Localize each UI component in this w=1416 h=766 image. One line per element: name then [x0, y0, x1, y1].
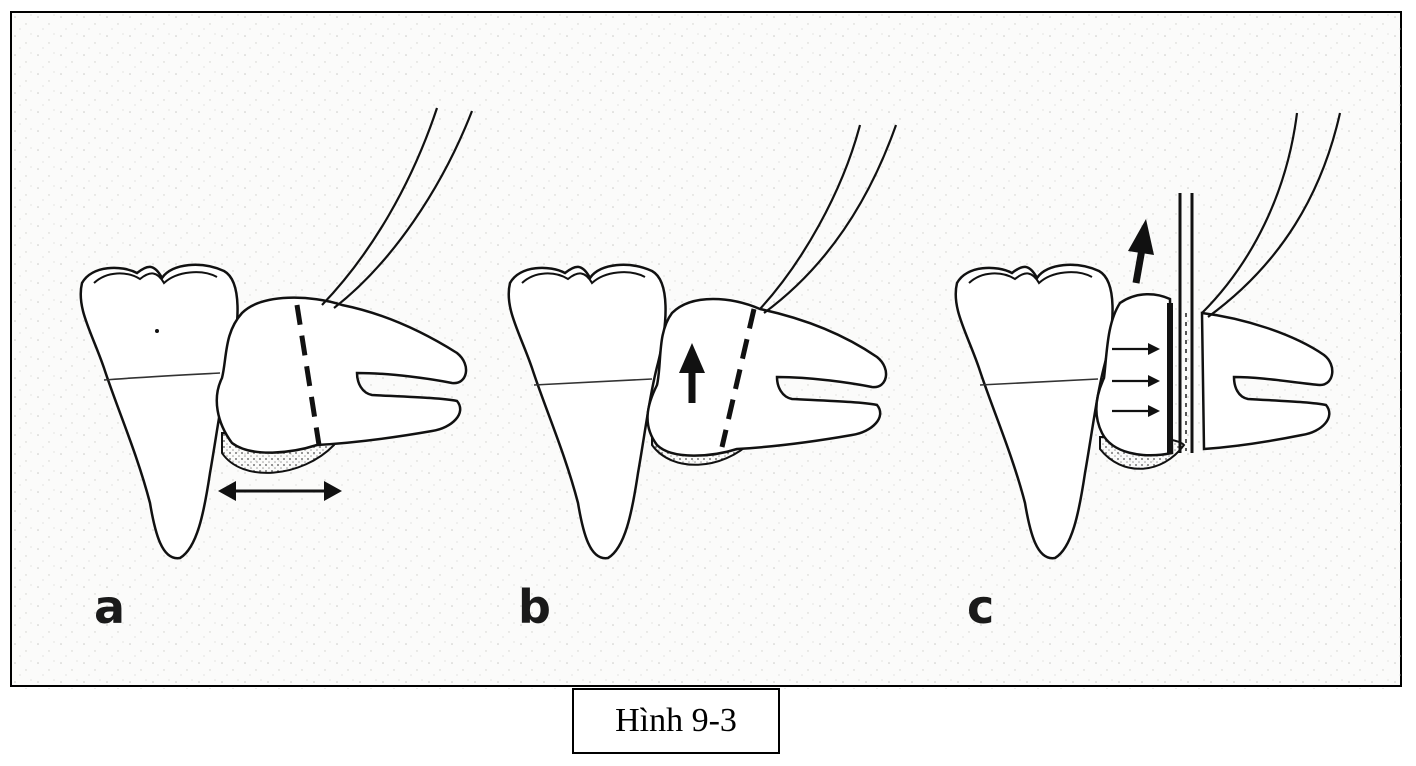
panel-label-b: b: [518, 580, 551, 634]
caption-text: Hình 9-3: [615, 702, 737, 739]
second-molar-b: [507, 263, 667, 560]
wisdom-tooth-b: [646, 297, 888, 466]
wisdom-tooth-a: [215, 296, 468, 474]
instrument-a: [321, 107, 474, 309]
panel-b: b: [507, 124, 898, 634]
double-arrow-a: [218, 481, 342, 501]
panel-label-a: a: [94, 580, 125, 634]
small-arrows-c: [1112, 343, 1160, 417]
second-molar-a: [79, 263, 239, 560]
panel-a: a: [79, 107, 474, 634]
figure-frame: a b: [10, 11, 1404, 689]
instrument-c: [1201, 112, 1342, 318]
second-molar-c: [954, 263, 1114, 560]
panel-c: c: [954, 112, 1342, 634]
tooth-diagram: a b: [12, 13, 1404, 689]
panel-label-c: c: [967, 580, 994, 634]
instrument-b: [759, 124, 898, 314]
wisdom-tooth-c: [1095, 193, 1334, 470]
figure-caption: Hình 9-3: [572, 688, 780, 754]
